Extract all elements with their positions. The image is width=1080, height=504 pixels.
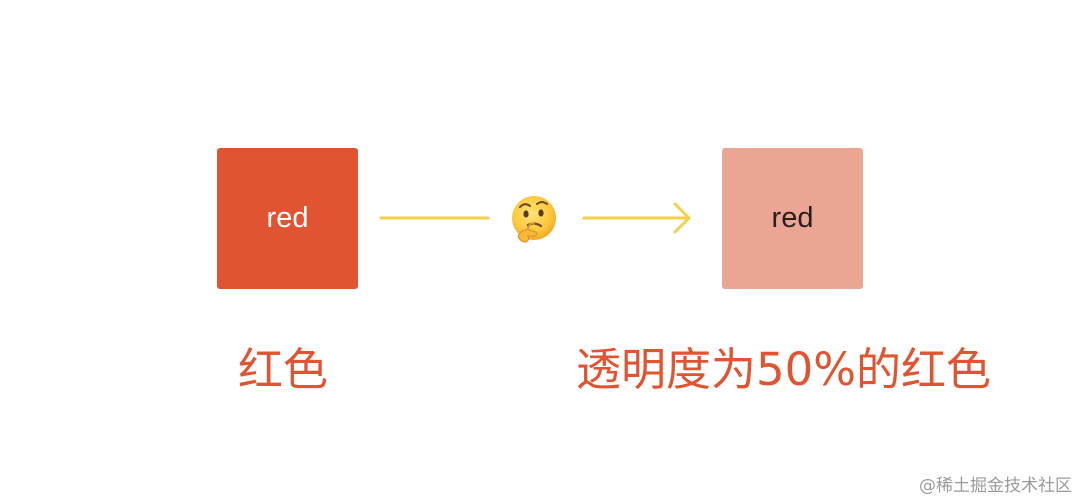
semi-transparent-red-box-label: red [771,202,814,234]
red-box-label: red [266,202,309,234]
thinking-face-emoji-icon [512,196,556,243]
watermark: @稀土掘金技术社区 [919,476,1072,496]
arrow-head [673,202,691,234]
semi-transparent-red-box: red [722,148,863,289]
caption-red: 红色 [238,343,329,396]
caption-red-50-opacity: 透明度为50%的红色 [576,343,992,396]
red-box: red [217,148,358,289]
